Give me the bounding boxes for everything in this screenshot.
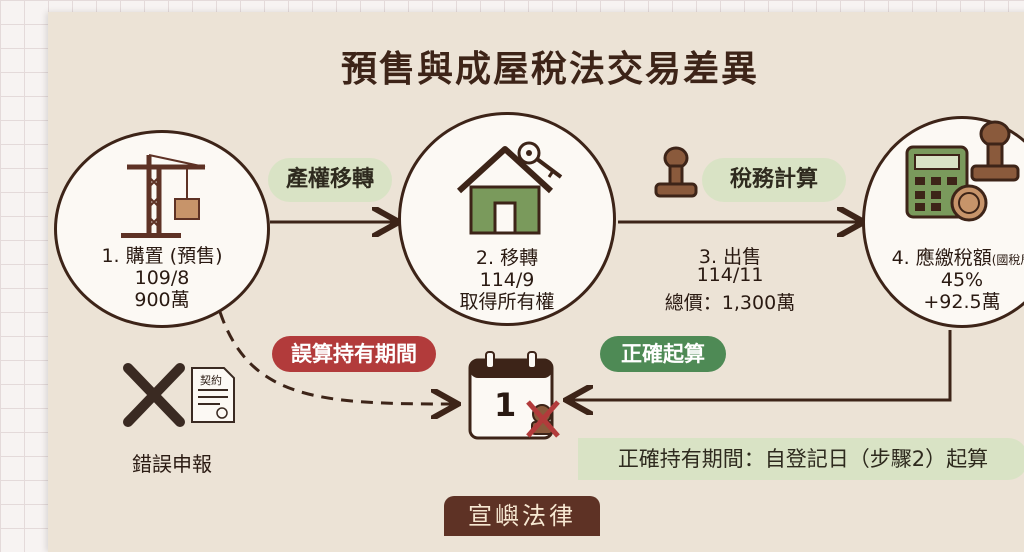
page-title: 預售與成屋稅法交易差異	[340, 49, 759, 90]
connector-layer	[218, 0, 952, 534]
step-1-amount: 900萬	[134, 289, 190, 311]
calendar-number: 1	[494, 386, 517, 424]
step-4-label-row: 4. 應繳稅額(國稅局	[865, 247, 1024, 271]
footer-brand: 宣嶼法律	[444, 496, 600, 536]
step-3-label: 3. 出售	[698, 246, 762, 268]
stamp-icon	[654, 146, 698, 198]
wrong-report-label: 錯誤申報	[132, 452, 212, 476]
step-1-date: 109/8	[134, 267, 190, 289]
step-1-purchase-node: 1. 購置 (預售) 109/8 900萬	[54, 130, 270, 328]
step-3-amount: 總價：1,300萬	[664, 292, 796, 314]
cross-icon	[123, 363, 185, 427]
step-4-rate: 45%	[940, 269, 984, 291]
key-icon	[517, 141, 563, 179]
correct-start-pill: 正確起算	[600, 336, 726, 372]
contract-icon	[191, 367, 235, 423]
step-4-label: 4. 應繳稅額	[891, 247, 992, 269]
house-icon	[456, 146, 554, 235]
step-3-date: 114/11	[696, 264, 764, 286]
correct-period-pill: 正確持有期間：自登記日（步驟2）起算	[578, 438, 1024, 480]
calendar-icon	[468, 351, 560, 440]
step-1-label: 1. 購置 (預售)	[101, 245, 223, 267]
coin-icon	[950, 184, 988, 222]
step-2-note: 取得所有權	[459, 291, 555, 313]
wrong-period-pill: 誤算持有期間	[272, 336, 436, 372]
transfer-pill: 產權移轉	[268, 158, 392, 202]
crane-icon	[121, 154, 206, 238]
wrong-period-arrow	[218, 311, 452, 404]
step-4-sub: (國稅局	[991, 253, 1024, 267]
correct-start-arrow	[572, 330, 952, 400]
stamp-icon	[970, 120, 1020, 182]
step-4-amount: +92.5萬	[923, 291, 1001, 313]
contract-label: 契約	[200, 374, 222, 387]
tax-calc-pill: 稅務計算	[702, 158, 846, 202]
step-2-transfer-node: 2. 移轉 114/9 取得所有權	[398, 112, 616, 326]
step-2-label: 2. 移轉	[475, 247, 539, 269]
step-2-date: 114/9	[479, 269, 535, 291]
